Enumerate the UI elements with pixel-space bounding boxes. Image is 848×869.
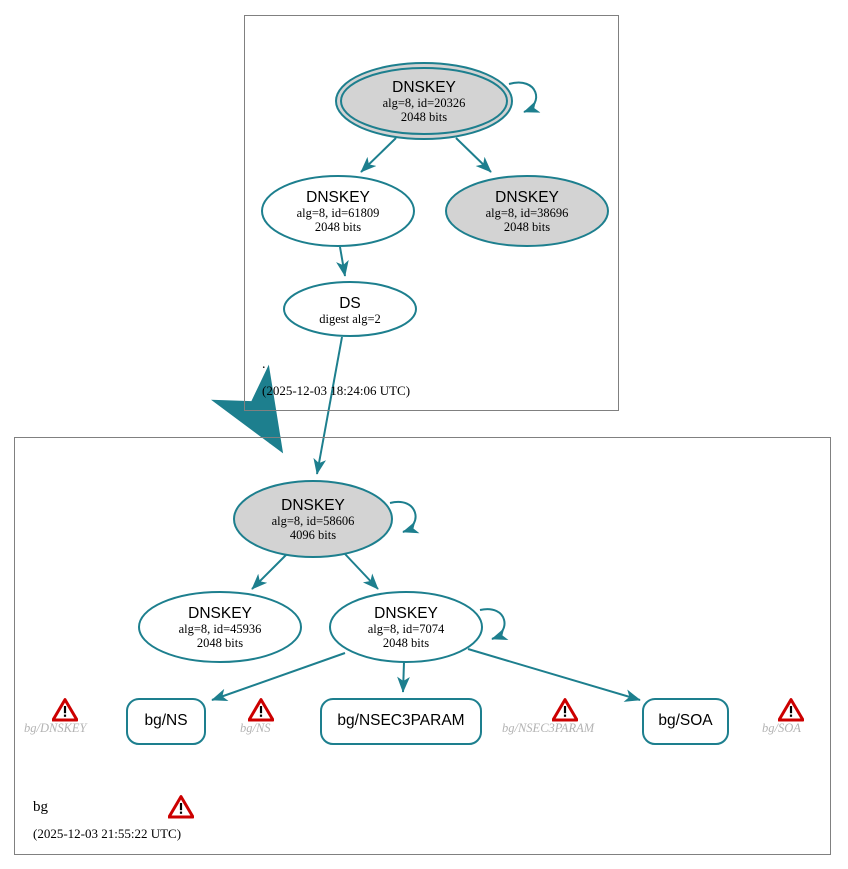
edge-zone-delegation bbox=[211, 364, 284, 454]
edge-self-bg-ksk bbox=[389, 500, 420, 534]
node-root-ksk-20326[interactable] bbox=[335, 62, 513, 140]
edge-self-root-ksk bbox=[508, 81, 541, 113]
zone-box-root bbox=[244, 15, 619, 411]
node-bg-zsk-7074[interactable] bbox=[329, 591, 483, 663]
node-bg-ksk-58606[interactable] bbox=[233, 480, 393, 558]
warning-triangle-icon[interactable] bbox=[248, 698, 274, 722]
edge-layer bbox=[211, 81, 641, 702]
edge-bg-ksk-to-7074 bbox=[344, 553, 379, 590]
edge-self-bg-zsk-7074 bbox=[479, 608, 509, 640]
zone-timestamp-bg: (2025-12-03 21:55:22 UTC) bbox=[33, 826, 182, 841]
zone-box-bg bbox=[14, 437, 831, 855]
warning-triangle-icon[interactable] bbox=[52, 698, 78, 722]
node-bg-zsk-45936[interactable] bbox=[138, 591, 302, 663]
node-root-zsk-61809[interactable] bbox=[261, 175, 415, 247]
node-rr-bg-nsec3param[interactable] bbox=[320, 698, 482, 745]
edge-61809-to-ds bbox=[336, 246, 349, 277]
node-rr-bg-ns[interactable] bbox=[126, 698, 206, 745]
zone-label-root: . bbox=[262, 357, 266, 372]
node-layer bbox=[126, 62, 729, 745]
zone-timestamp-root: (2025-12-03 18:24:06 UTC) bbox=[262, 383, 411, 398]
warning-triangle-icon[interactable] bbox=[168, 795, 194, 819]
node-ds-bg[interactable] bbox=[283, 281, 417, 337]
edge-7074-to-bg-nsec3param bbox=[397, 661, 410, 693]
edge-bg-ksk-to-45936 bbox=[251, 553, 288, 590]
edge-root-ksk-to-61809 bbox=[360, 137, 397, 173]
edge-7074-to-bg-ns bbox=[211, 652, 346, 701]
node-root-zsk-38696[interactable] bbox=[445, 175, 609, 247]
zone-label-bg: bg bbox=[33, 799, 48, 815]
warning-triangle-icon[interactable] bbox=[778, 698, 804, 722]
edge-root-ksk-to-38696 bbox=[455, 137, 492, 173]
edge-ds-to-bg-ksk bbox=[313, 336, 343, 475]
edge-7074-to-bg-soa bbox=[467, 648, 641, 702]
node-rr-bg-soa[interactable] bbox=[642, 698, 729, 745]
warning-triangle-icon[interactable] bbox=[552, 698, 578, 722]
